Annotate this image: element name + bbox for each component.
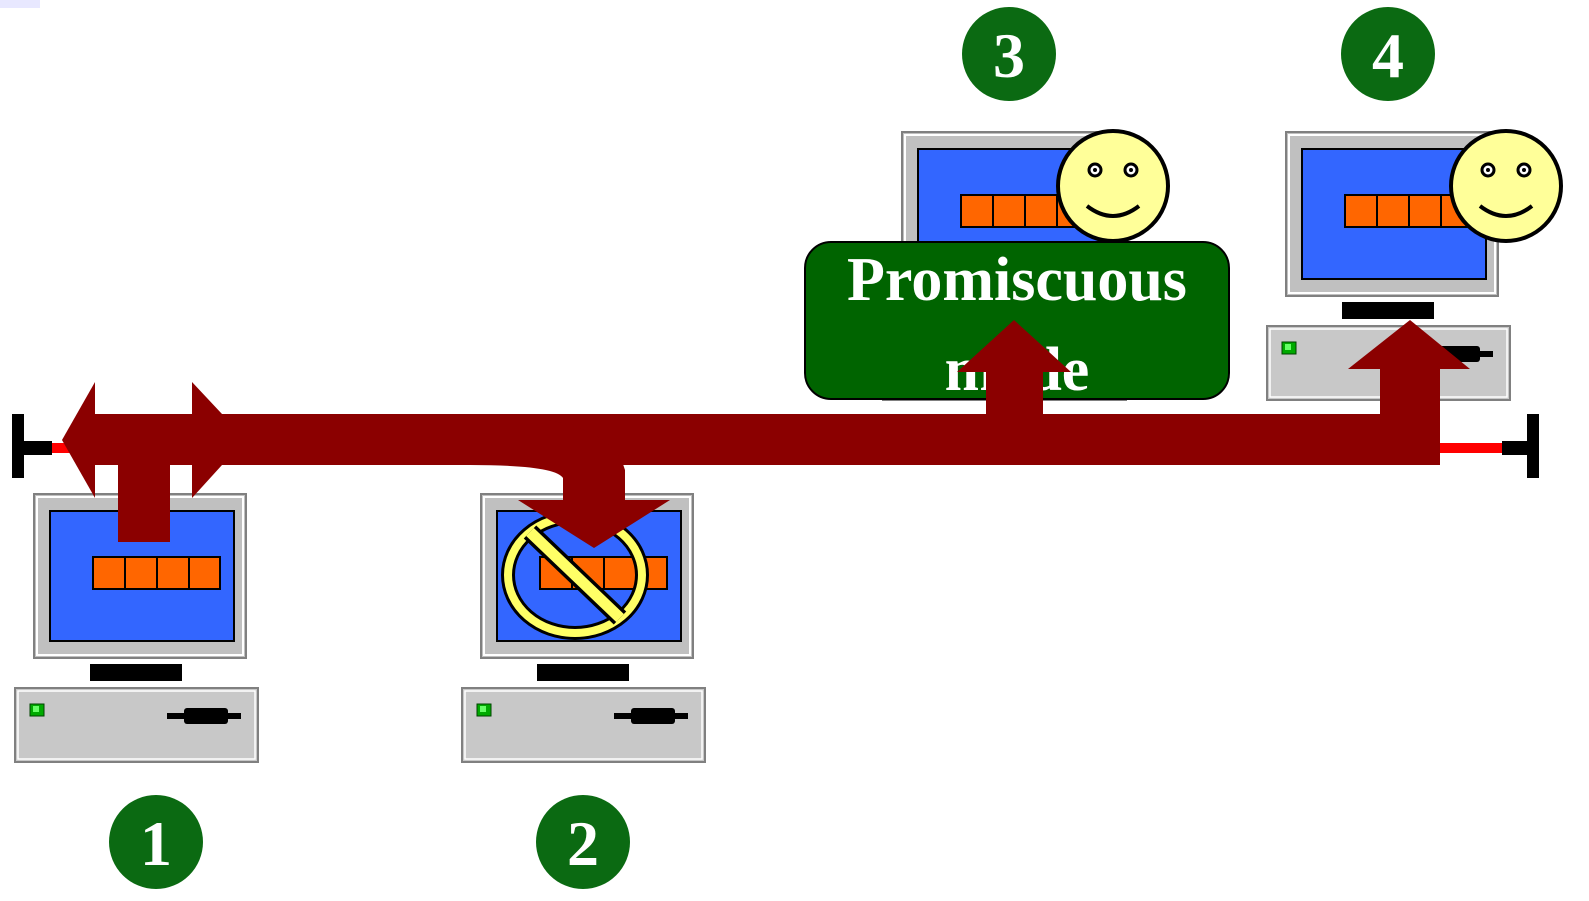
mode-label-line1: Promiscuous [847, 246, 1187, 314]
smiley-face-icon [1056, 129, 1170, 243]
smiley-face-icon [1449, 129, 1563, 243]
node-badge-4: 4 [1341, 7, 1435, 101]
node-badge-1: 1 [109, 795, 203, 889]
node-number-4: 4 [1372, 20, 1404, 91]
node-badge-3: 3 [962, 7, 1056, 101]
packet-flow-arrow [62, 320, 1470, 548]
node-number-1: 1 [140, 808, 172, 879]
node-badge-2: 2 [536, 795, 630, 889]
corner-decoration [0, 0, 40, 8]
node-number-3: 3 [993, 20, 1025, 91]
node-number-2: 2 [567, 808, 599, 879]
